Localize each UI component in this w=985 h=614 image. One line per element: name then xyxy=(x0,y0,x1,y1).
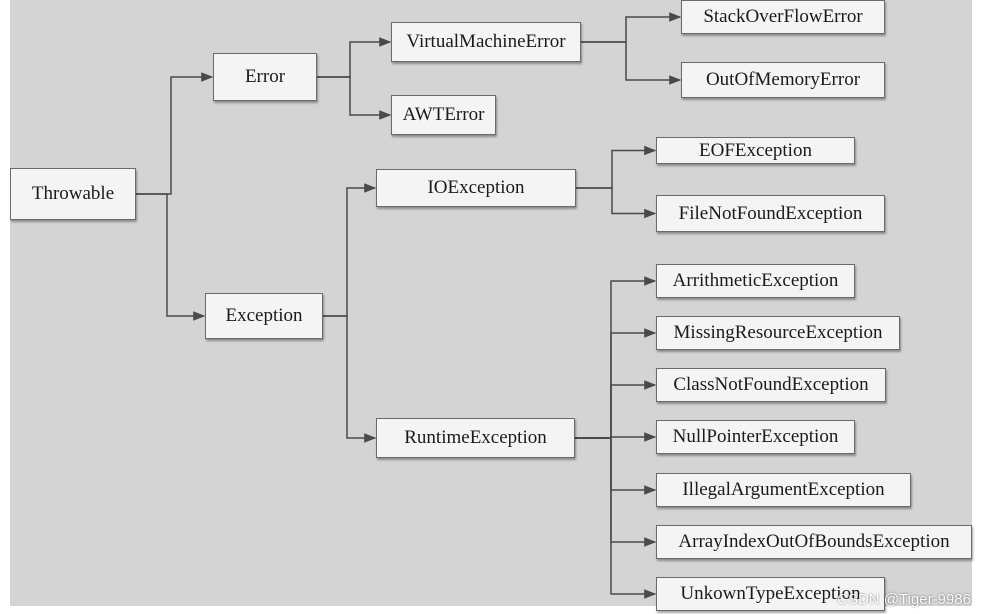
edge-error-to-awt_error xyxy=(317,76,392,120)
node-class-not-found-exception: ClassNotFoundException xyxy=(656,368,886,402)
node-illegal-argument-exception: IllegalArgumentException xyxy=(656,473,911,507)
edge-runtime_exception-to-unknown_type_exception xyxy=(575,437,657,599)
node-io-exception: IOException xyxy=(376,169,576,207)
edge-runtime_exception-to-illegal_argument_exception xyxy=(575,437,657,495)
edge-io_exception-to-eof_exception xyxy=(576,145,657,189)
node-error: Error xyxy=(213,53,317,101)
node-awt-error: AWTError xyxy=(391,95,496,135)
edge-runtime_exception-to-class_not_found_exception xyxy=(575,380,657,439)
node-missing-resource-exception: MissingResourceException xyxy=(656,316,900,350)
node-eof-exception: EOFException xyxy=(656,137,855,164)
edge-throwable-to-exception xyxy=(136,193,206,321)
node-exception: Exception xyxy=(205,293,323,339)
node-virtual-machine-error: VirtualMachineError xyxy=(391,22,581,62)
edge-exception-to-runtime_exception xyxy=(323,315,377,443)
edge-virtual_machine_error-to-out_of_memory_error xyxy=(581,41,682,85)
node-unknown-type-exception: UnkownTypeException xyxy=(656,577,885,611)
node-stack-overflow-error: StackOverFlowError xyxy=(681,0,885,34)
edge-io_exception-to-file_not_found_exception xyxy=(576,187,657,219)
node-file-not-found-exception: FileNotFoundException xyxy=(656,195,885,232)
node-runtime-exception: RuntimeException xyxy=(376,418,575,458)
node-out-of-memory-error: OutOfMemoryError xyxy=(681,62,885,98)
node-array-index-out-of-bounds-exception: ArrayIndexOutOfBoundsException xyxy=(656,525,972,559)
edge-exception-to-io_exception xyxy=(323,183,377,317)
csdn-watermark: CSDN @Tiger-9986 xyxy=(837,591,971,608)
node-null-pointer-exception: NullPointerException xyxy=(656,420,855,454)
edge-virtual_machine_error-to-stack_overflow_error xyxy=(581,12,682,43)
node-arithmetic-exception: ArrithmeticException xyxy=(656,264,855,298)
edge-runtime_exception-to-arithmetic_exception xyxy=(575,276,657,439)
edge-error-to-virtual_machine_error xyxy=(317,37,392,78)
node-throwable: Throwable xyxy=(10,168,136,220)
edge-throwable-to-error xyxy=(136,72,214,195)
